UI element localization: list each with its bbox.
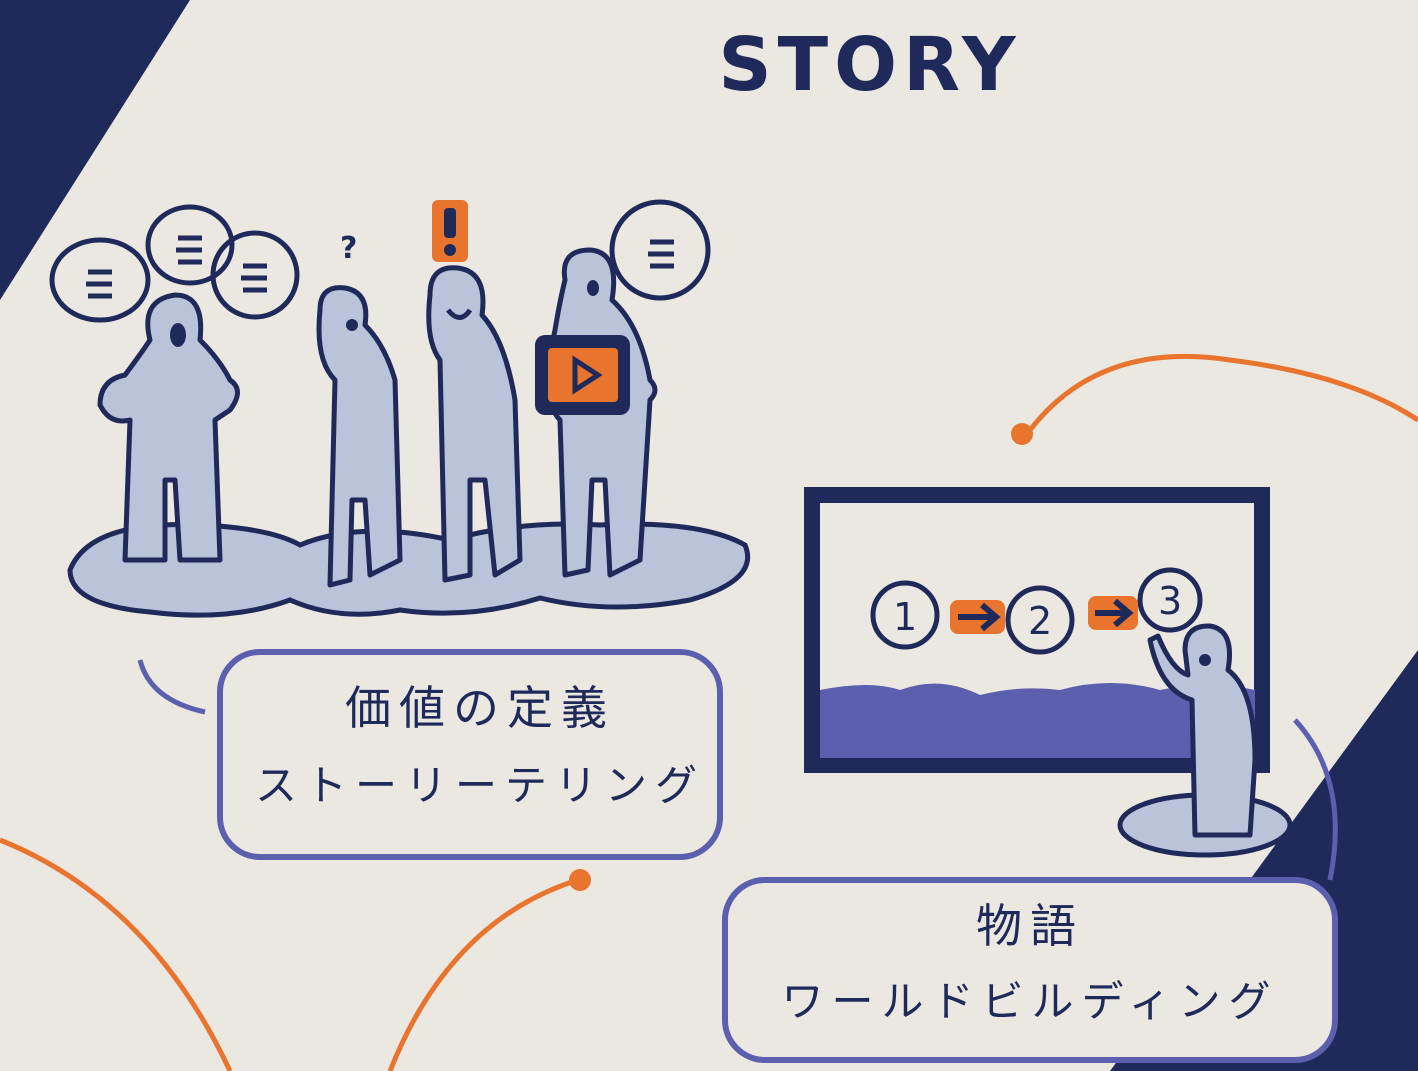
story-box-2 bbox=[722, 877, 1338, 1063]
arrow-right-icon bbox=[950, 596, 1138, 634]
box1-subtitle: ストーリーテリング bbox=[254, 761, 705, 810]
orange-connector-bottom-left bbox=[0, 837, 233, 1071]
box1-title: 価値の定義 bbox=[345, 681, 615, 735]
story-box-1 bbox=[217, 649, 723, 860]
orange-dot-bottom-center bbox=[569, 869, 591, 891]
box2-subtitle: ワールドビルディング bbox=[781, 977, 1279, 1026]
step-circles bbox=[870, 567, 1203, 655]
step-3-label: 3 bbox=[1158, 579, 1182, 623]
orange-connector-top-right bbox=[1028, 353, 1418, 432]
question-mark-icon: ? bbox=[340, 231, 357, 266]
box2-tick bbox=[1293, 718, 1338, 881]
orange-dot-top-right bbox=[1011, 423, 1033, 445]
box2-title: 物語 bbox=[976, 899, 1084, 953]
step-2-label: 2 bbox=[1028, 599, 1052, 643]
tablet-icon bbox=[535, 335, 630, 415]
group-ground-shadow bbox=[67, 521, 751, 618]
navy-corner-top-left bbox=[0, 0, 190, 300]
figure-puzzled bbox=[316, 285, 403, 588]
exclamation-icon bbox=[432, 200, 468, 262]
play-button-icon bbox=[572, 355, 603, 395]
box1-tick bbox=[137, 659, 206, 715]
page-title: STORY bbox=[718, 22, 1022, 108]
step-1-label: 1 bbox=[893, 595, 917, 639]
figure-surprised bbox=[426, 265, 523, 583]
speech-bubble-icon bbox=[49, 199, 711, 323]
figure-talking bbox=[97, 292, 240, 563]
orange-connector-bottom-center bbox=[387, 877, 579, 1071]
figure-pointing bbox=[1147, 623, 1258, 838]
